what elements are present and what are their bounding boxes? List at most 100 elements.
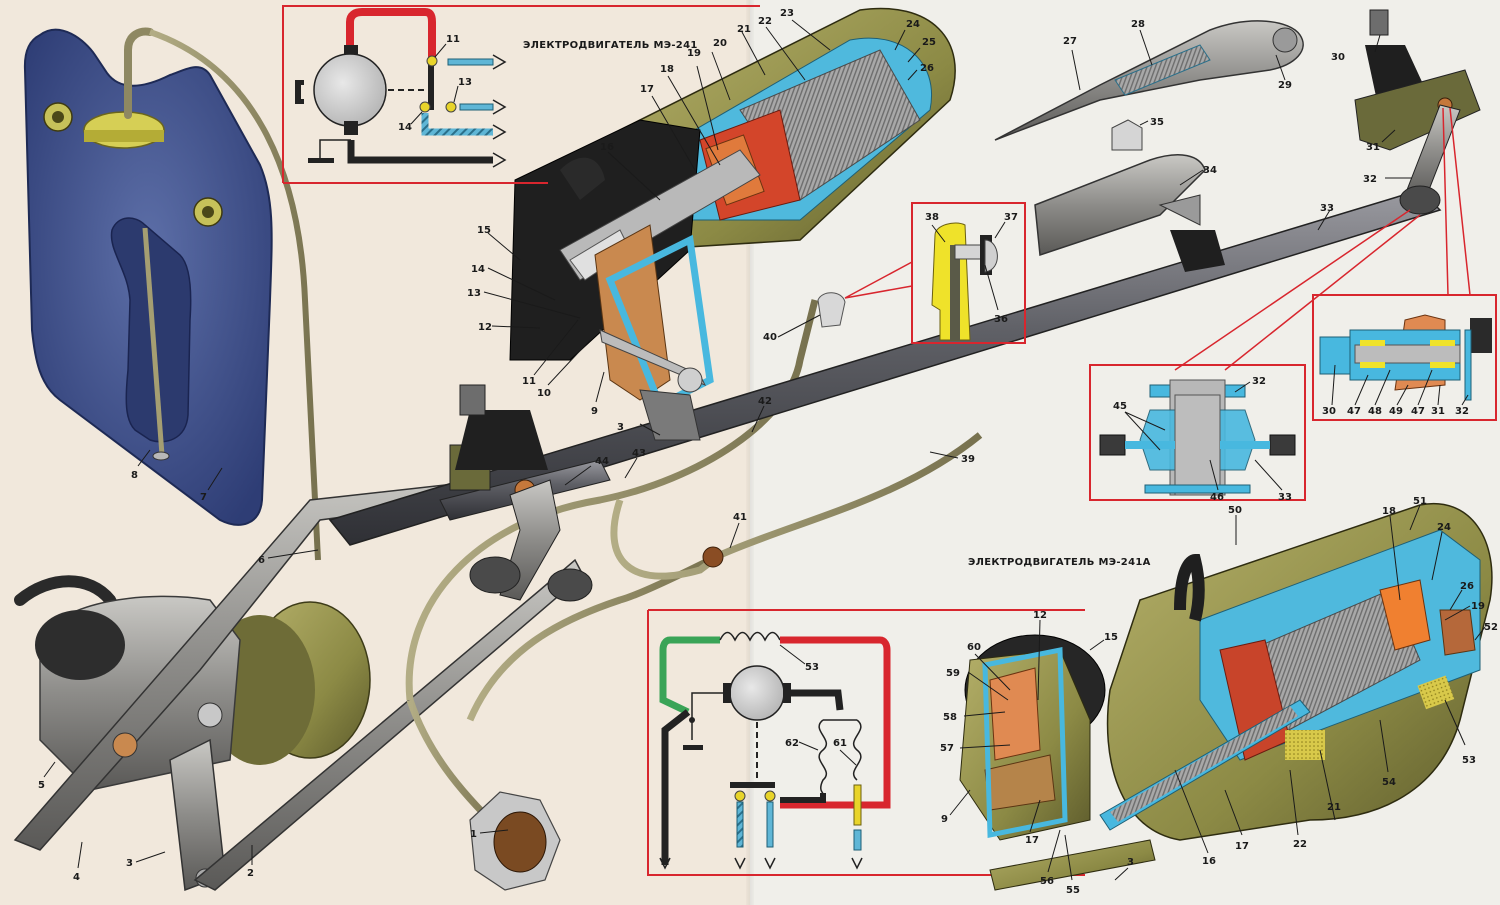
motor-symbol: [729, 665, 785, 721]
resistor-62: [818, 719, 827, 794]
page-fold: [746, 0, 754, 905]
callout-me241a-16: 16: [1202, 856, 1216, 867]
callout-8: 8: [131, 470, 138, 481]
callout-22: 22: [758, 16, 772, 27]
resistor-61: [853, 719, 862, 781]
motor-symbol: [313, 53, 387, 127]
callout-me241a-19: 19: [1471, 601, 1485, 612]
callout-46: 46: [1210, 492, 1224, 503]
callout-me241a-12: 12: [1033, 610, 1047, 621]
callout-me241a-24: 24: [1437, 522, 1451, 533]
crank-3: [989, 839, 1156, 891]
callout-52: 52: [1484, 622, 1498, 633]
callout-29: 29: [1278, 80, 1292, 91]
callout-6: 6: [258, 555, 265, 566]
callout-20: 20: [713, 38, 727, 49]
terminal-13: [445, 101, 457, 113]
callout-37: 37: [1004, 212, 1018, 223]
callout-schematic-61: 61: [833, 738, 847, 749]
callout-43: 43: [632, 448, 646, 459]
callout-me241a-22: 22: [1293, 839, 1307, 850]
field-coil-53: [719, 631, 781, 642]
callout-3-bracket: 3: [617, 422, 624, 433]
callout-54: 54: [1382, 777, 1396, 788]
callout-30: 30: [1331, 52, 1345, 63]
callout-me241a-18: 18: [1382, 506, 1396, 517]
callout-28: 28: [1131, 19, 1145, 30]
motor-me241a-cutaway: [959, 502, 1493, 891]
callout-7: 7: [200, 492, 207, 503]
inset-pivot-bushing: [1089, 364, 1306, 501]
callout-27: 27: [1063, 36, 1077, 47]
callout-numbers: 1 2 3 4 5 6 7 8 9 10 11 12 13 14 15 16 1…: [38, 8, 1498, 896]
washer-tube-6: [149, 29, 321, 561]
callout-11: 11: [522, 376, 536, 387]
motor-me241-cutaway: [509, 7, 956, 441]
callout-inset-32: 32: [1252, 376, 1266, 387]
arrow-icon: [492, 152, 507, 168]
callout-schematic-11: 11: [446, 34, 460, 45]
motor-title-me241a: ЭЛЕКТРОДВИГАТЕЛЬ МЭ-241А: [968, 557, 1151, 568]
callout-9: 9: [591, 406, 598, 417]
callout-58: 58: [943, 712, 957, 723]
callout-17: 17: [640, 84, 654, 95]
callout-16: 16: [600, 142, 614, 153]
callout-50: 50: [1228, 505, 1242, 516]
callout-me241a-17: 17: [1235, 841, 1249, 852]
callout-41: 41: [733, 512, 747, 523]
left-wiper-pivot: [449, 384, 593, 602]
callout-35: 35: [1150, 117, 1164, 128]
callout-me241a-26: 26: [1460, 581, 1474, 592]
callout-47b: 47: [1411, 406, 1425, 417]
callout-inset-33: 33: [1278, 492, 1292, 503]
callout-48: 48: [1368, 406, 1382, 417]
callout-25: 25: [922, 37, 936, 48]
callout-inset-31: 31: [1431, 406, 1445, 417]
tee-connector-41: [702, 546, 724, 568]
inset-shaft-bushing: [1312, 294, 1497, 421]
schematic-frame: [647, 609, 1085, 876]
callout-1: 1: [470, 829, 477, 840]
callout-14: 14: [471, 264, 485, 275]
washer-nozzle-40: [817, 292, 846, 328]
callout-55: 55: [1066, 885, 1080, 896]
callout-42: 42: [758, 396, 772, 407]
motor-title-me241: ЭЛЕКТРОДВИГАТЕЛЬ МЭ-241: [523, 40, 698, 51]
callout-inset-32b: 32: [1455, 406, 1469, 417]
callout-inset-30: 30: [1322, 406, 1336, 417]
callout-56: 56: [1040, 876, 1054, 887]
nozzle-mount-1: [469, 791, 561, 891]
inset-ball-joint: [911, 202, 1026, 344]
callout-21: 21: [737, 24, 751, 35]
callout-36: 36: [994, 314, 1008, 325]
callout-39: 39: [961, 454, 975, 465]
arrow-icon: [492, 124, 507, 140]
callout-60: 60: [967, 642, 981, 653]
callout-12: 12: [478, 322, 492, 333]
callout-me241a-21: 21: [1327, 802, 1341, 813]
callout-33: 33: [1320, 203, 1334, 214]
callout-49: 49: [1389, 406, 1403, 417]
wiper-motor-assembly-left: [13, 469, 586, 892]
callout-47a: 47: [1347, 406, 1361, 417]
callout-15: 15: [477, 225, 491, 236]
callout-me241a-17b: 17: [1025, 835, 1039, 846]
callout-24: 24: [906, 19, 920, 30]
callout-32: 32: [1363, 174, 1377, 185]
callout-18: 18: [660, 64, 674, 75]
callout-5: 5: [38, 780, 45, 791]
callout-me241a-9: 9: [941, 814, 948, 825]
callout-40: 40: [763, 332, 777, 343]
callout-leaders: [43, 19, 1486, 881]
arrow-icon: [492, 54, 507, 70]
callout-schematic-62: 62: [785, 738, 799, 749]
callout-45: 45: [1113, 401, 1127, 412]
callout-26: 26: [920, 63, 934, 74]
ground-symbol-icon: [683, 745, 703, 750]
callout-schematic-14: 14: [398, 122, 412, 133]
callout-schematic-13: 13: [458, 77, 472, 88]
callout-19: 19: [687, 48, 701, 59]
arrow-icon: [492, 99, 507, 115]
wiper-arm-upper: [994, 20, 1304, 141]
